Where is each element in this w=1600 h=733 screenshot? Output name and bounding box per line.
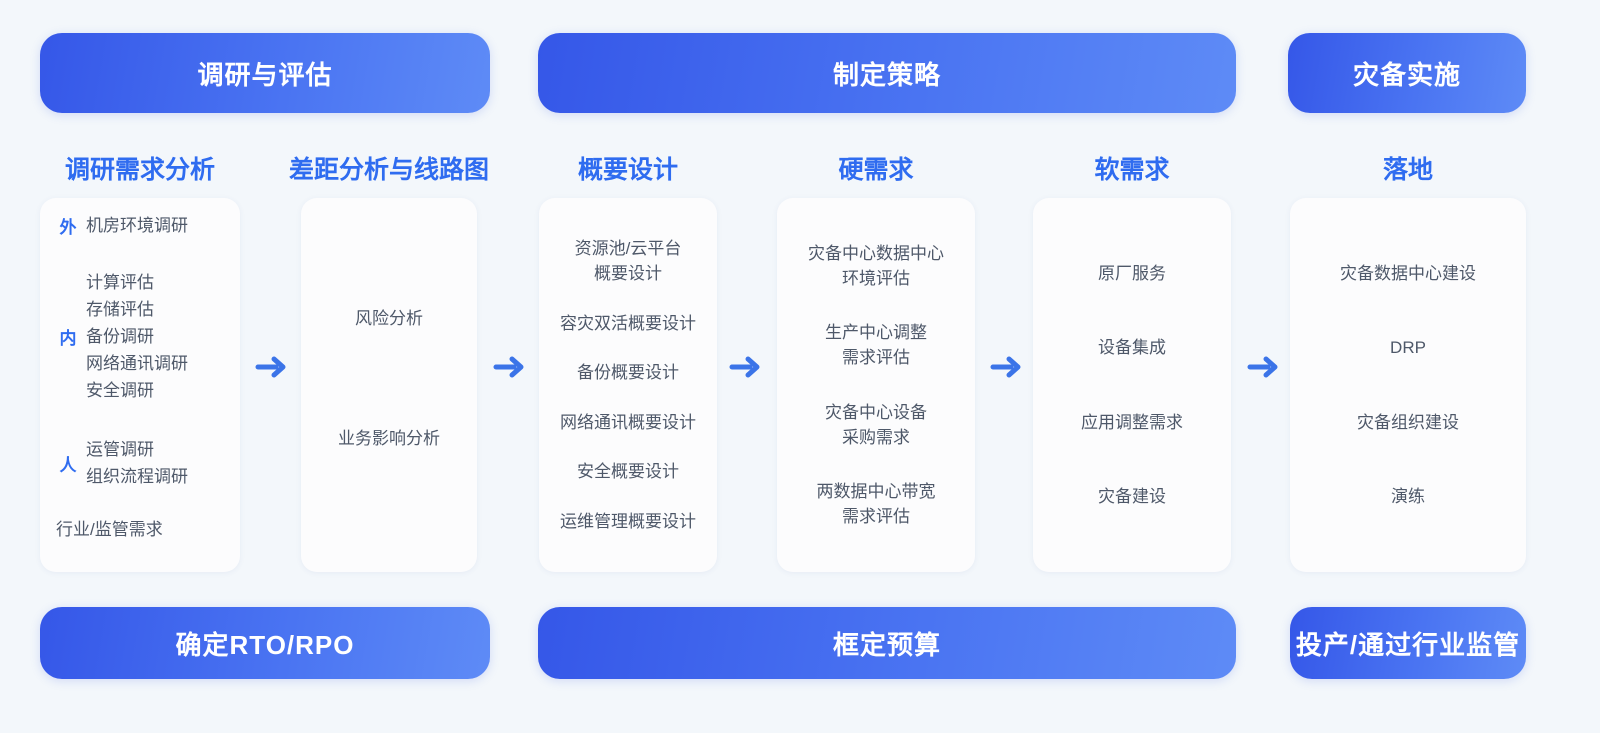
list-item: 安全概要设计 <box>577 462 679 482</box>
card-outline-design: 资源池/云平台 概要设计 容灾双活概要设计 备份概要设计 网络通讯概要设计 安全… <box>539 198 717 572</box>
column-heading-requirement-analysis: 调研需求分析 <box>64 156 215 184</box>
phase-label: 调研与评估 <box>197 59 333 90</box>
list-item: 网络通讯概要设计 <box>560 412 696 432</box>
list-item: DRP <box>1390 338 1426 358</box>
phase-pill-research: 调研与评估 <box>40 33 490 113</box>
outcome-label: 框定预算 <box>832 629 941 660</box>
outcome-pill-budget: 框定预算 <box>538 607 1236 679</box>
group-tag: 内 <box>59 329 77 348</box>
list-item: 原厂服务 <box>1098 264 1166 284</box>
column-heading-outline-design: 概要设计 <box>577 156 678 184</box>
list-item: 灾备中心设备 采购需求 <box>825 402 927 447</box>
card-soft-requirements: 原厂服务 设备集成 应用调整需求 灾备建设 <box>1033 198 1231 572</box>
card-requirement-analysis: 外 机房环境调研 内 计算评估 存储评估 备份调研 网络通讯调研 安全调研 人 <box>40 198 240 572</box>
list-item: 运管调研 <box>86 440 154 459</box>
list-item: 运维管理概要设计 <box>560 511 696 531</box>
requirement-group: 外 机房环境调研 <box>50 212 230 239</box>
card-hard-requirements: 灾备中心数据中心 环境评估 生产中心调整 需求评估 灾备中心设备 采购需求 两数… <box>777 198 975 572</box>
arrow-right-icon <box>254 350 288 384</box>
outcome-label: 确定RTO/RPO <box>175 629 355 660</box>
group-tag: 人 <box>59 455 77 475</box>
phase-pill-implementation: 灾备实施 <box>1288 33 1526 113</box>
list-item: 两数据中心带宽 需求评估 <box>816 481 936 526</box>
list-item: 组织流程调研 <box>86 467 188 486</box>
list-item: 应用调整需求 <box>1081 412 1183 432</box>
phase-pill-strategy: 制定策略 <box>538 33 1236 113</box>
requirement-group: 人 运管调研 组织流程调研 <box>50 436 230 490</box>
group-tag: 外 <box>59 218 77 237</box>
outcome-label: 投产/通过行业监管 <box>1295 629 1521 660</box>
list-item: 网络通讯调研 <box>86 354 188 373</box>
list-item: 资源池/云平台 概要设计 <box>574 239 682 284</box>
list-item: 容灾双活概要设计 <box>560 313 696 333</box>
list-item: 灾备组织建设 <box>1357 412 1459 432</box>
requirement-group: 内 计算评估 存储评估 备份调研 网络通讯调研 安全调研 <box>50 269 230 404</box>
list-item: 风险分析 <box>355 308 423 328</box>
outcome-pill-compliance: 投产/通过行业监管 <box>1290 607 1526 679</box>
phase-label: 灾备实施 <box>1352 59 1461 90</box>
list-item: 安全调研 <box>86 381 154 400</box>
spacer <box>50 408 230 436</box>
spacer <box>50 243 230 269</box>
list-item: 业务影响分析 <box>338 428 440 448</box>
list-item: 灾备数据中心建设 <box>1340 264 1476 284</box>
arrow-right-icon <box>492 350 526 384</box>
list-item: 演练 <box>1391 486 1425 506</box>
column-heading-soft-requirements: 软需求 <box>1094 156 1170 184</box>
phase-label: 制定策略 <box>832 59 941 90</box>
list-item: 设备集成 <box>1098 338 1166 358</box>
list-item: 备份概要设计 <box>577 363 679 383</box>
card-landing: 灾备数据中心建设 DRP 灾备组织建设 演练 <box>1290 198 1526 572</box>
arrow-right-icon <box>728 350 762 384</box>
spacer <box>50 494 230 516</box>
column-heading-hard-requirements: 硬需求 <box>838 156 914 184</box>
list-item: 计算评估 <box>86 273 154 292</box>
list-item: 灾备中心数据中心 环境评估 <box>808 244 944 289</box>
column-heading-gap-analysis: 差距分析与线路图 <box>288 156 489 184</box>
list-item: 备份调研 <box>86 327 154 346</box>
list-item: 行业/监管需求 <box>56 520 163 539</box>
arrow-right-icon <box>1246 350 1280 384</box>
list-item: 灾备建设 <box>1098 486 1166 506</box>
list-item: 机房环境调研 <box>86 216 188 235</box>
card-gap-analysis: 风险分析 业务影响分析 <box>301 198 477 572</box>
list-item: 存储评估 <box>86 300 154 319</box>
list-item: 生产中心调整 需求评估 <box>825 323 927 368</box>
arrow-right-icon <box>989 350 1023 384</box>
column-heading-landing: 落地 <box>1382 156 1433 184</box>
outcome-pill-rto-rpo: 确定RTO/RPO <box>40 607 490 679</box>
